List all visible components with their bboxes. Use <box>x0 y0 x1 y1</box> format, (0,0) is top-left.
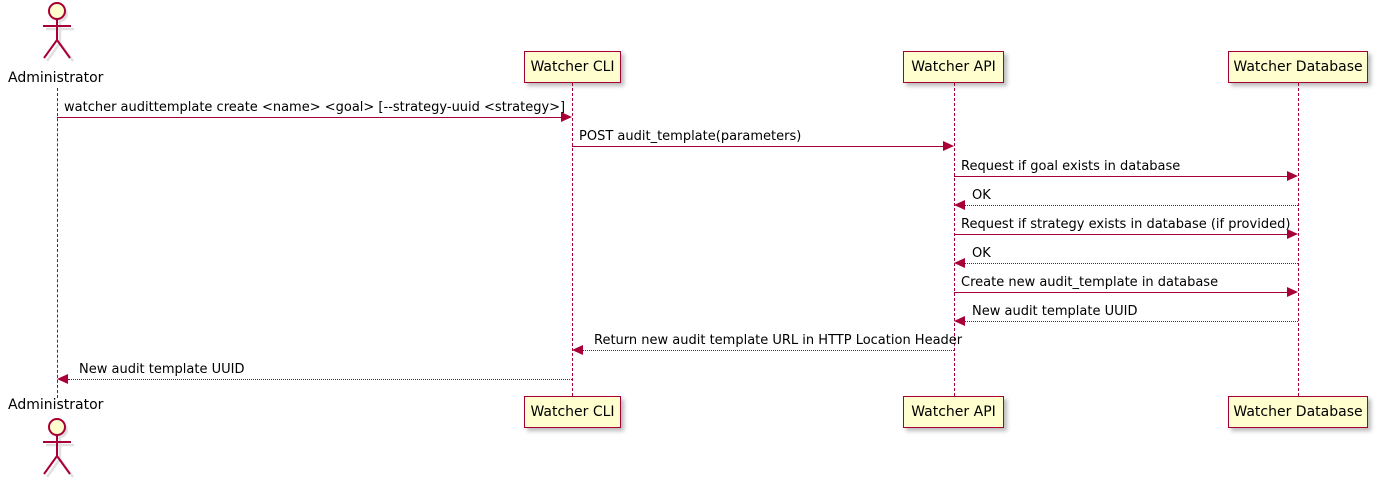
participant-label-watcher-cli-bottom: Watcher CLI <box>530 404 615 420</box>
message-line-5 <box>954 234 1287 235</box>
message-label-5: Request if strategy exists in database (… <box>961 217 1291 232</box>
participant-watcher-db-bottom[interactable]: Watcher Database <box>1228 396 1368 428</box>
message-line-2 <box>572 146 943 147</box>
message-arrowhead-5 <box>1287 229 1298 239</box>
lifeline-watcher-cli <box>572 83 573 396</box>
participant-watcher-cli-bottom[interactable]: Watcher CLI <box>524 396 621 428</box>
message-label-9: Return new audit template URL in HTTP Lo… <box>594 333 963 348</box>
message-arrowhead-6 <box>954 258 965 268</box>
message-line-7 <box>954 292 1287 293</box>
message-line-10 <box>68 379 572 380</box>
participant-watcher-api-top[interactable]: Watcher API <box>903 51 1004 83</box>
message-label-6: OK <box>972 246 991 261</box>
message-line-3 <box>954 176 1287 177</box>
message-arrowhead-4 <box>954 200 965 210</box>
message-label-8: New audit template UUID <box>972 304 1138 319</box>
participant-label-watcher-db-bottom: Watcher Database <box>1233 404 1363 420</box>
participant-label-watcher-cli-top: Watcher CLI <box>530 59 615 75</box>
message-arrowhead-10 <box>57 374 68 384</box>
message-arrowhead-2 <box>943 141 954 151</box>
message-label-7: Create new audit_template in database <box>961 275 1219 290</box>
message-label-10: New audit template UUID <box>79 362 245 377</box>
message-line-8 <box>965 321 1298 322</box>
message-label-3: Request if goal exists in database <box>961 159 1181 174</box>
message-line-1 <box>57 117 561 118</box>
participant-label-administrator-bottom: Administrator <box>8 397 104 413</box>
participant-label-watcher-api-bottom: Watcher API <box>911 404 996 420</box>
lifeline-watcher-api <box>954 83 955 396</box>
participant-watcher-cli-top[interactable]: Watcher CLI <box>524 51 621 83</box>
participant-label-watcher-api-top: Watcher API <box>911 59 996 75</box>
message-arrowhead-3 <box>1287 171 1298 181</box>
message-label-4: OK <box>972 188 991 203</box>
lifeline-administrator <box>57 88 58 398</box>
participant-label-administrator-top: Administrator <box>8 70 104 86</box>
message-arrowhead-7 <box>1287 287 1298 297</box>
message-arrowhead-1 <box>561 112 572 122</box>
message-arrowhead-8 <box>954 316 965 326</box>
actor-administrator-bottom <box>43 418 75 478</box>
message-arrowhead-9 <box>572 345 583 355</box>
actor-administrator-top <box>43 2 75 62</box>
message-line-9 <box>583 350 954 351</box>
participant-label-watcher-db-top: Watcher Database <box>1233 59 1363 75</box>
message-line-6 <box>965 263 1298 264</box>
participant-watcher-db-top[interactable]: Watcher Database <box>1228 51 1368 83</box>
lifeline-watcher-db <box>1298 83 1299 396</box>
message-line-4 <box>965 205 1298 206</box>
message-label-2: POST audit_template(parameters) <box>579 129 802 144</box>
message-label-1: watcher audittemplate create <name> <goa… <box>64 100 566 115</box>
participant-watcher-api-bottom[interactable]: Watcher API <box>903 396 1004 428</box>
